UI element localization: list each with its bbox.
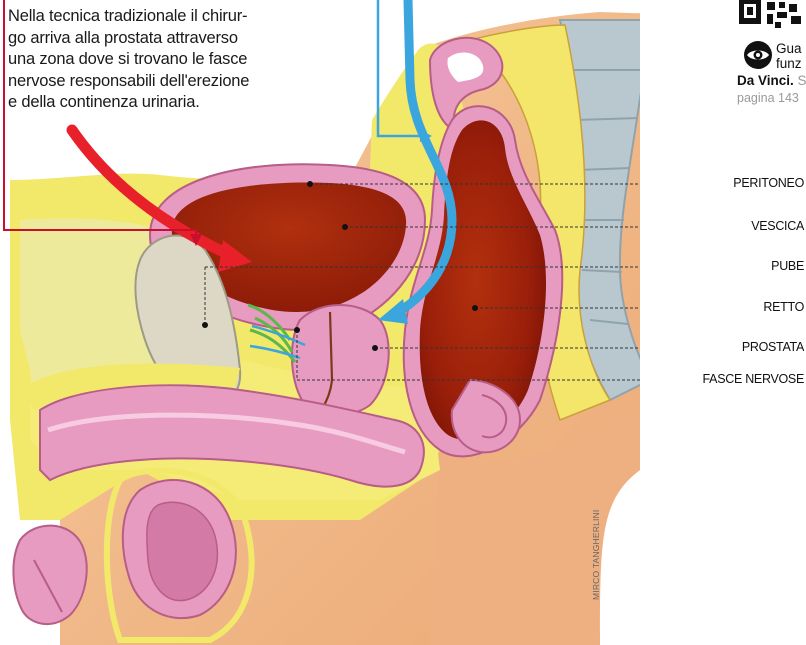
qr-code-icon[interactable]: [737, 0, 806, 32]
label-fasce-nervose: FASCE NERVOSE: [703, 372, 804, 386]
davinci-bold: Da Vinci.: [737, 73, 794, 88]
label-retto: RETTO: [763, 300, 804, 314]
davinci-text: Da Vinci. S: [737, 73, 806, 88]
caption: Nella tecnica tradizionale il chirur- go…: [8, 6, 308, 114]
caption-line: nervose responsabili dell'erezione: [8, 71, 308, 93]
qr-code-graphic: [737, 0, 806, 32]
glans: [13, 526, 86, 624]
caption-line: e della continenza urinaria.: [8, 92, 308, 114]
eye-text: Gua funz: [776, 41, 802, 71]
illustrator-credit: MIRCO TANGHERLINI: [591, 510, 601, 600]
label-prostata: PROSTATA: [742, 340, 804, 354]
label-pube: PUBE: [771, 259, 804, 273]
caption-line: Nella tecnica tradizionale il chirur-: [8, 6, 308, 28]
caption-line: go arriva alla prostata attraverso: [8, 28, 308, 50]
eye-text-line2: funz: [776, 56, 802, 71]
page-reference: pagina 143: [737, 91, 799, 105]
eye-icon: [742, 40, 774, 70]
caption-line: una zona dove si trovano le fasce: [8, 49, 308, 71]
eye-text-line1: Gua: [776, 41, 802, 56]
davinci-rest: S: [798, 73, 806, 88]
label-vescica: VESCICA: [751, 219, 804, 233]
label-peritoneo: PERITONEO: [733, 176, 804, 190]
prostate: [292, 305, 389, 415]
